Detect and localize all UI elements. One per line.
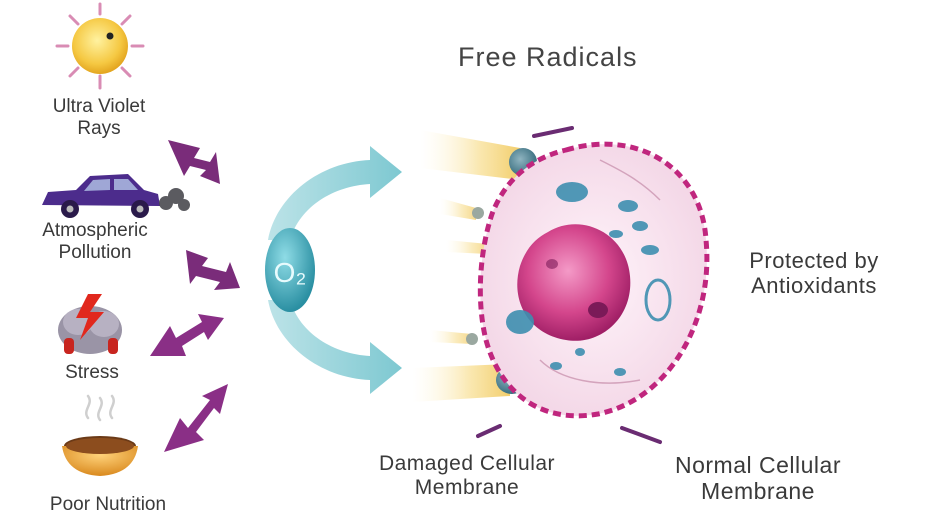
exhaust-smoke-icon bbox=[159, 188, 190, 211]
zigzag-arrow-uv bbox=[168, 140, 220, 184]
damaged-membrane-line1: Damaged Cellular bbox=[332, 452, 602, 476]
source-label-pollution-line1: Atmospheric bbox=[20, 220, 170, 242]
normal-membrane-line2: Membrane bbox=[628, 478, 888, 504]
oxygen-molecule-icon: O₂ bbox=[265, 228, 315, 312]
source-label-pollution: Atmospheric Pollution bbox=[20, 220, 170, 264]
source-label-uv-line2: Rays bbox=[24, 118, 174, 140]
cell-icon bbox=[480, 144, 707, 416]
source-label-nutrition-line1: Poor Nutrition bbox=[18, 494, 198, 516]
damaged-membrane-line2: Membrane bbox=[332, 476, 602, 500]
source-label-uv: Ultra Violet Rays bbox=[24, 96, 174, 140]
protected-label-line2: Antioxidants bbox=[712, 273, 916, 298]
zigzag-arrow-pollution bbox=[186, 250, 240, 290]
zigzag-arrow-nutrition bbox=[164, 384, 228, 452]
damaged-membrane-label: Damaged Cellular Membrane bbox=[332, 452, 602, 500]
source-label-stress-line1: Stress bbox=[22, 362, 162, 384]
source-label-nutrition: Poor Nutrition bbox=[18, 494, 198, 516]
food-bowl-icon bbox=[62, 396, 138, 476]
source-label-stress: Stress bbox=[22, 362, 162, 384]
protected-label-line1: Protected by bbox=[712, 248, 916, 273]
protected-label: Protected by Antioxidants bbox=[712, 248, 916, 299]
sun-icon bbox=[57, 4, 143, 88]
car-icon bbox=[42, 174, 190, 218]
page-title: Free Radicals bbox=[458, 42, 638, 73]
normal-membrane-line1: Normal Cellular bbox=[628, 452, 888, 478]
normal-membrane-label: Normal Cellular Membrane bbox=[628, 452, 888, 505]
source-label-uv-line1: Ultra Violet bbox=[24, 96, 174, 118]
oxygen-label: O₂ bbox=[274, 257, 307, 288]
stress-head-icon bbox=[58, 294, 122, 354]
source-label-pollution-line2: Pollution bbox=[20, 242, 170, 264]
zigzag-arrow-stress bbox=[150, 314, 224, 356]
